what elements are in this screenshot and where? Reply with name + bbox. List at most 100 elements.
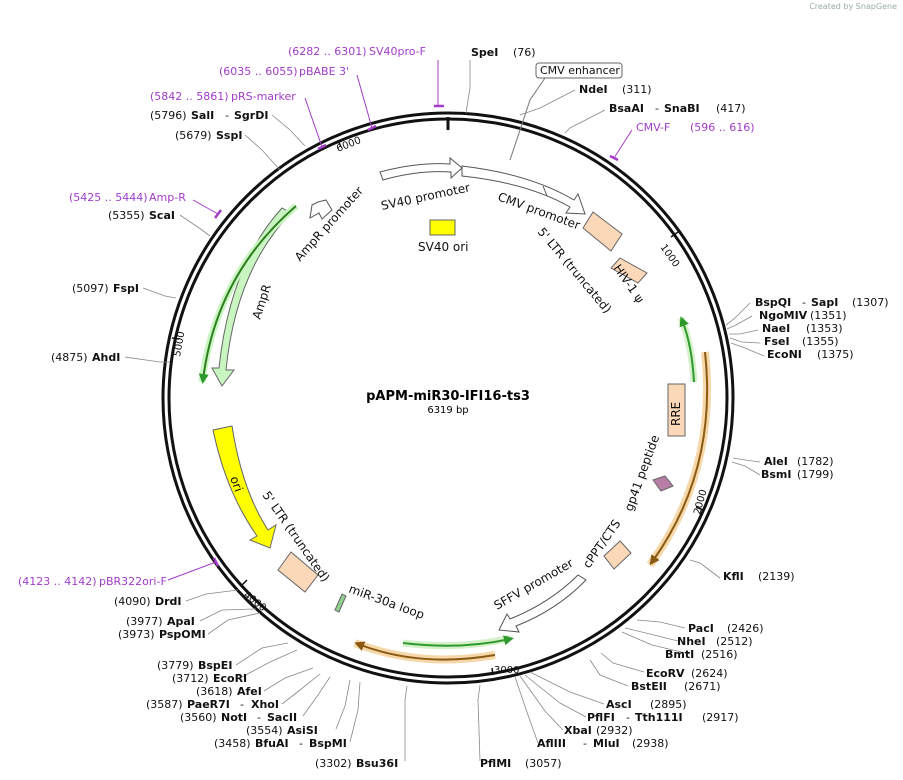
site-name-2: SacII	[267, 711, 297, 724]
site-name: SalI	[191, 109, 214, 122]
site-pos: (3977)	[126, 615, 163, 628]
sv40-ori-label: SV40 ori	[418, 240, 469, 254]
site-pos: (3560)	[180, 711, 217, 724]
site-pos: (417)	[716, 102, 746, 115]
site-name: NdeI	[579, 83, 608, 96]
site-name: SspI	[216, 129, 242, 142]
site-labels: SpeI (76) NdeI (311) BsaAI - SnaBI (417)…	[51, 46, 889, 770]
site-name: FspI	[113, 282, 139, 295]
primers: (6282 .. 6301) SV40pro-F (6035 .. 6055) …	[18, 45, 755, 588]
site-name: AscI	[606, 698, 632, 711]
site-pos: (1799)	[797, 468, 834, 481]
sffv-promoter-label: SFFV promoter	[492, 556, 576, 613]
ampr-label: AmpR	[250, 282, 274, 320]
site-pos: (1355)	[802, 335, 839, 348]
site-name: NgoMIV	[759, 309, 808, 322]
plasmid-name: pAPM-miR30-IFI16-ts3	[366, 389, 530, 404]
sffv-promoter-arrow	[498, 574, 587, 633]
site-pos: (2938)	[632, 737, 669, 750]
site-name: AflIII	[537, 737, 566, 750]
site-pos: (5355)	[108, 209, 145, 222]
site-name-2: MluI	[593, 737, 620, 750]
site-name-2: Tth111I	[635, 711, 683, 724]
site-name: NotI	[221, 711, 247, 724]
orf-glow-right	[677, 316, 698, 383]
primer-name: Amp-R	[149, 191, 186, 204]
ltr5-top-box	[582, 211, 623, 252]
svg-text:-: -	[626, 711, 630, 724]
mir30-box	[334, 593, 347, 613]
orf-arrow-bottom	[402, 635, 514, 647]
site-name: AhdI	[92, 351, 120, 364]
site-name: NaeI	[762, 322, 790, 335]
site-pos: (1351)	[810, 309, 847, 322]
site-pos: (3458)	[214, 737, 251, 750]
primer-pos: (5842 .. 5861)	[150, 90, 229, 103]
site-pos: (2139)	[758, 570, 795, 583]
sv40-ori-box	[429, 219, 456, 236]
site-name-2: SnaBI	[664, 102, 700, 115]
site-pos: (2671)	[684, 680, 721, 693]
site-name: ScaI	[149, 209, 175, 222]
site-pos: (3554)	[246, 724, 283, 737]
site-pos: (3618)	[196, 685, 233, 698]
primer-name: pBR322ori-F	[99, 575, 167, 588]
site-name: ApaI	[167, 615, 195, 628]
primer-pos: (5425 .. 5444)	[69, 191, 148, 204]
site-pos: (4875)	[51, 351, 88, 364]
site-pos: (5796)	[150, 109, 187, 122]
site-pos: (1353)	[806, 322, 843, 335]
site-name: BsmI	[761, 468, 792, 481]
primer-name: CMV-F	[636, 121, 670, 134]
ltr5-bottom-box	[277, 551, 319, 593]
primer-name: pBABE 3'	[299, 65, 349, 78]
site-pos: (3302)	[315, 757, 352, 770]
svg-text:-: -	[583, 737, 587, 750]
site-name: BspEI	[198, 659, 232, 672]
primer-pos: (596 .. 616)	[690, 121, 755, 134]
site-name-2: SapI	[811, 296, 838, 309]
site-pos: (76)	[513, 46, 536, 59]
site-pos: (3712)	[172, 672, 209, 685]
orf-arrow-left	[198, 205, 297, 384]
cmv-enhancer-divider	[542, 185, 548, 197]
site-name-2: XhoI	[251, 698, 279, 711]
primer-name: SV40pro-F	[369, 45, 426, 58]
cmv-promoter-arrow	[461, 165, 586, 215]
site-pos: (4090)	[114, 595, 151, 608]
site-pos: (1307)	[852, 296, 889, 309]
site-leaders	[124, 60, 765, 762]
site-name: NheI	[677, 635, 706, 648]
site-pos: (5097)	[72, 282, 109, 295]
cmv-enhancer-callout: CMV enhancer	[509, 62, 623, 161]
site-pos: (5679)	[175, 129, 212, 142]
site-name: AsiSI	[287, 724, 318, 737]
orf-arrow-brown-bottom	[354, 641, 496, 661]
site-name: PacI	[688, 622, 714, 635]
site-pos: (2932)	[596, 724, 633, 737]
rre-label: RRE	[669, 402, 683, 426]
svg-text:-: -	[655, 102, 659, 115]
site-name: BfuAI	[255, 737, 289, 750]
orf-arrow-brown-right	[649, 351, 709, 566]
hiv-psi-box	[610, 257, 648, 284]
site-name-2: BspMI	[309, 737, 347, 750]
mir30-label: miR-30a loop	[347, 582, 426, 622]
ori-label: ori	[227, 474, 245, 493]
site-pos: (311)	[622, 83, 652, 96]
site-name: BsaAI	[609, 102, 644, 115]
svg-text:-: -	[299, 737, 303, 750]
tick-label: 4000	[241, 590, 268, 614]
orf-arrow-right	[679, 316, 695, 383]
snapgene-credit: Created by SnapGene	[809, 2, 897, 11]
site-name: FseI	[764, 335, 790, 348]
site-name: BspQI	[755, 296, 791, 309]
primer-pos: (6282 .. 6301)	[288, 45, 367, 58]
tick-label: 1000	[658, 242, 682, 269]
gp41-label: gp41 peptide	[622, 433, 663, 513]
site-name: EcoNI	[767, 348, 802, 361]
site-pos: (2516)	[701, 648, 738, 661]
cmv-enhancer-label: CMV enhancer	[540, 64, 620, 77]
site-pos: (1782)	[797, 455, 834, 468]
site-name: PflFI	[587, 711, 615, 724]
